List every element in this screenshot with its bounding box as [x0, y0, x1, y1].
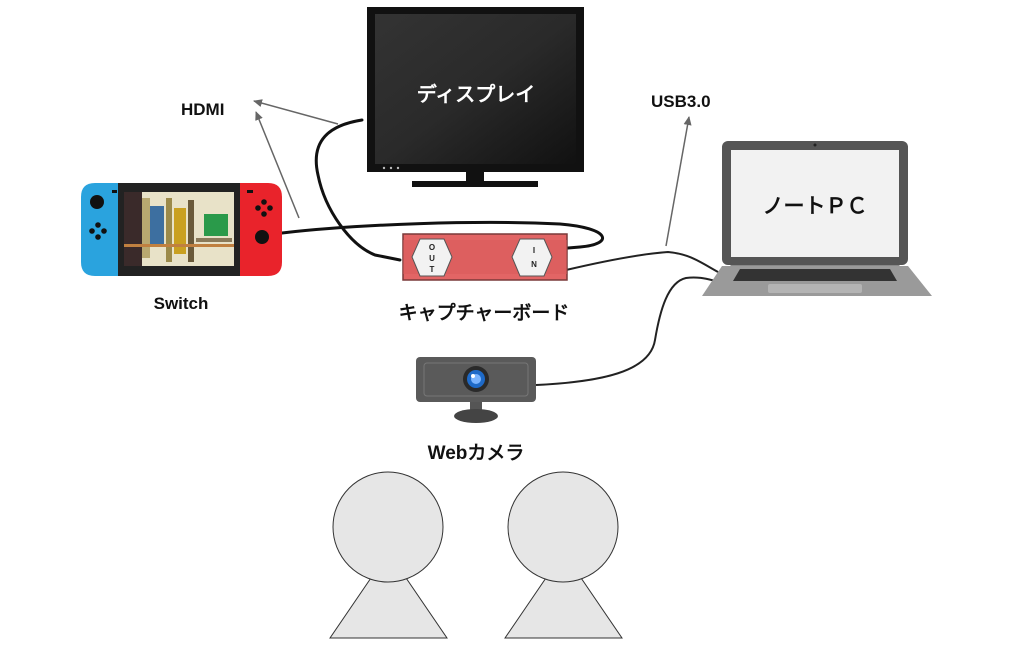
svg-text:N: N [531, 260, 537, 269]
webcam-label: Webカメラ [427, 443, 525, 464]
svg-text:O: O [429, 243, 435, 252]
webcam-icon [416, 357, 536, 423]
svg-text:U: U [429, 254, 435, 263]
person-icon-left [329, 471, 448, 639]
hdmi-arrow-2 [255, 111, 300, 219]
usb-label: USB3.0 [651, 92, 711, 111]
switch-console-icon [81, 183, 282, 276]
capture-board-icon: O U T I N [402, 233, 568, 281]
switch-label: Switch [153, 294, 209, 313]
cable-display-to-capture [314, 118, 402, 262]
laptop-label: ノートＰＣ [762, 195, 868, 218]
port-in-shape [511, 238, 553, 277]
svg-text:I: I [533, 246, 535, 255]
hdmi-label: HDMI [181, 100, 225, 119]
arrows [253, 99, 692, 247]
usb-arrow [665, 116, 692, 247]
cables [280, 118, 604, 262]
capture-board-label: キャプチャーボード [398, 303, 570, 324]
display-icon [367, 7, 584, 187]
hdmi-arrow-1 [253, 99, 339, 125]
person-icon-right [504, 471, 623, 639]
cable-capture-to-laptop [565, 250, 719, 273]
cables-thin [535, 250, 721, 386]
cable-switch-to-capture [280, 220, 604, 250]
laptop-icon [702, 141, 932, 296]
svg-text:T: T [430, 265, 435, 274]
port-out-shape [411, 238, 453, 277]
cable-webcam-to-laptop [535, 276, 721, 386]
display-label: ディスプレイ [416, 84, 536, 106]
